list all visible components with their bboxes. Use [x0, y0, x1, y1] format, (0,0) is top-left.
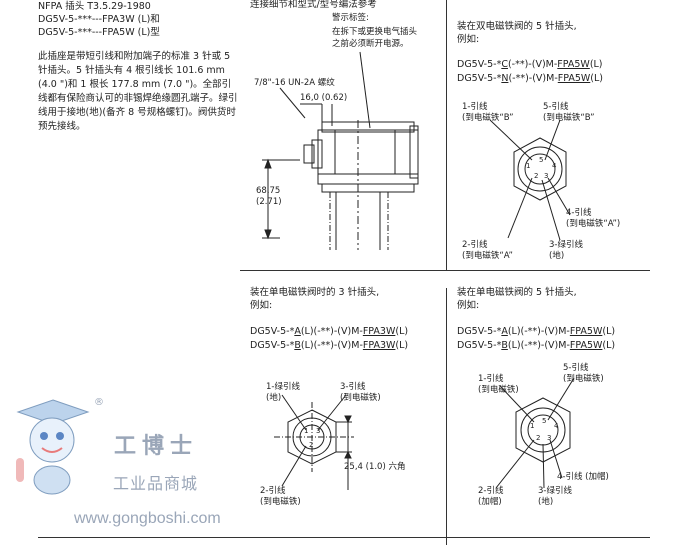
bm-code-2: DG5V-5-*B(L)(-**)-(V)M-FPA3W(L) [250, 340, 409, 351]
thread-label: 7/8"-16 UN-2A 螺纹 [254, 78, 335, 88]
bm-lead3: 3-引线(到电磁铁) [340, 382, 381, 403]
br-example: 例如: [457, 300, 480, 311]
watermark-url: www.gongboshi.com [74, 510, 221, 527]
bm-code-1: DG5V-5-*A(L)(-**)-(V)M-FPA3W(L) [250, 326, 409, 337]
br-title: 装在单电磁铁阀的 5 针插头, [457, 287, 577, 298]
divider-horizontal [240, 270, 650, 271]
br-code-1: DG5V-5-*A(L)(-**)-(V)M-FPA5W(L) [457, 326, 616, 337]
tr-lead3: 3-绿引线(地) [549, 240, 583, 261]
pin-3: 3 [544, 172, 548, 180]
tr-title: 装在双电磁铁阀的 5 针插头, [457, 21, 577, 32]
registered-mark: ® [94, 397, 104, 408]
tr-lead5: 5-引线(到电磁铁“B” [543, 102, 595, 123]
tr-lead2: 2-引线(到电磁铁“A” [462, 240, 513, 261]
br-pin-3: 3 [547, 434, 551, 442]
model-3w-title: DG5V-5-***---FPA3W (L)和 [38, 14, 160, 25]
bm-lead1: 1-绿引线(地) [266, 382, 300, 403]
watermark-subtitle: 工业品商城 [113, 474, 199, 493]
br-lead5: 5-引线(到电磁铁) [563, 363, 604, 384]
br-pin-5: 5 [542, 417, 546, 425]
tr-code-2: DG5V-5-*N(-**)-(V)M-FPA5W(L) [457, 73, 603, 84]
dim-top-label: 16,0 (0.62) [300, 93, 348, 103]
bottom-rule [38, 537, 650, 538]
br-pin-4: 4 [554, 422, 559, 430]
tr-code-1: DG5V-5-*C(-**)-(V)M-FPA5W(L) [457, 59, 603, 70]
br-code-2: DG5V-5-*B(L)(-**)-(V)M-FPA5W(L) [457, 340, 616, 351]
dim-height-inch-label: (2.71) [256, 197, 282, 207]
bm-pin-1: 1 [304, 427, 308, 435]
br-connector-5pin: 1 2 3 4 5 [495, 377, 575, 489]
bm-title: 装在单电磁铁阀时的 3 针插头, [250, 287, 380, 298]
br-lead2: 2-引线(加帽) [478, 486, 504, 507]
br-pin-2: 2 [536, 434, 540, 442]
pin-4: 4 [552, 162, 557, 170]
warning-title: 警示标签: [332, 13, 369, 23]
pin-5: 5 [539, 156, 543, 164]
bm-connector-3pin: 1 3 2 [274, 394, 354, 490]
intro-paragraph: 此插座是带短引线和附加端子的标准 3 针或 5 针插头。5 针插头有 4 根引线… [38, 51, 238, 132]
pin-2: 2 [534, 172, 538, 180]
bm-lead2: 2-引线(到电磁铁) [260, 486, 301, 507]
br-lead3: 3-绿引线(地) [538, 486, 572, 507]
tr-lead4: 4-引线(到电磁铁“A”) [566, 208, 621, 229]
watermark-brand: 工博士 [114, 433, 199, 459]
br-lead4: 4-引线 (加帽) [557, 472, 609, 482]
divider-bottom-vertical [446, 288, 447, 545]
section-header: 连接细节和型式/型号编法参考 [250, 0, 377, 10]
tr-example: 例如: [457, 34, 480, 45]
pin-1: 1 [526, 162, 530, 170]
mascot-logo [16, 399, 90, 495]
bm-pin-2: 2 [309, 441, 313, 449]
tr-lead1: 1-引线(到电磁铁“B” [462, 102, 514, 123]
bm-example: 例如: [250, 300, 273, 311]
model-5w-title: DG5V-5-***---FPA5W (L)型 [38, 27, 160, 38]
br-pin-1: 1 [530, 422, 534, 430]
divider-top-vertical [446, 0, 447, 270]
plug-standard-title: NFPA 插头 T3.5.29-1980 [38, 1, 151, 12]
bm-pin-3: 3 [316, 427, 320, 435]
bm-hex-label: 25,4 (1.0) 六角 [344, 462, 406, 472]
warning-line-1: 在拆下或更换电气插头 [332, 27, 418, 37]
br-lead1: 1-引线(到电磁铁) [478, 374, 519, 395]
tr-connector-5pin: 1 2 3 4 5 [489, 119, 571, 241]
warning-line-2: 之前必须断开电源。 [332, 39, 409, 49]
valve-side-drawing [262, 51, 419, 250]
